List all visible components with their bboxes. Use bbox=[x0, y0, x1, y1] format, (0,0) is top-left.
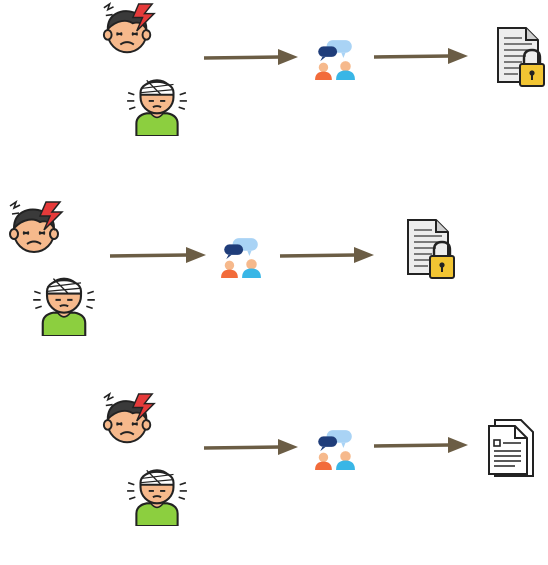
flow-arrow bbox=[109, 247, 206, 263]
bandaged-injured-person-icon bbox=[124, 460, 190, 526]
headache-person-icon bbox=[6, 200, 66, 260]
bandaged-injured-person-icon bbox=[30, 268, 98, 336]
conversation-people-icon bbox=[314, 38, 356, 80]
headache-person-icon bbox=[100, 392, 158, 450]
flow-arrow bbox=[373, 437, 468, 453]
bandaged-injured-person-icon bbox=[124, 70, 190, 136]
plain-document-icon bbox=[486, 418, 536, 478]
flow-arrow bbox=[373, 48, 468, 64]
locked-document-icon bbox=[492, 26, 548, 90]
conversation-people-icon bbox=[314, 428, 356, 470]
flow-row-2 bbox=[0, 196, 548, 371]
flow-arrow bbox=[203, 439, 298, 455]
flow-row-1 bbox=[0, 0, 548, 175]
flow-row-3 bbox=[0, 390, 548, 565]
headache-person-icon bbox=[100, 2, 158, 60]
locked-document-icon bbox=[402, 218, 458, 282]
conversation-people-icon bbox=[220, 236, 262, 278]
flow-arrow bbox=[279, 247, 374, 263]
flow-arrow bbox=[203, 49, 298, 65]
